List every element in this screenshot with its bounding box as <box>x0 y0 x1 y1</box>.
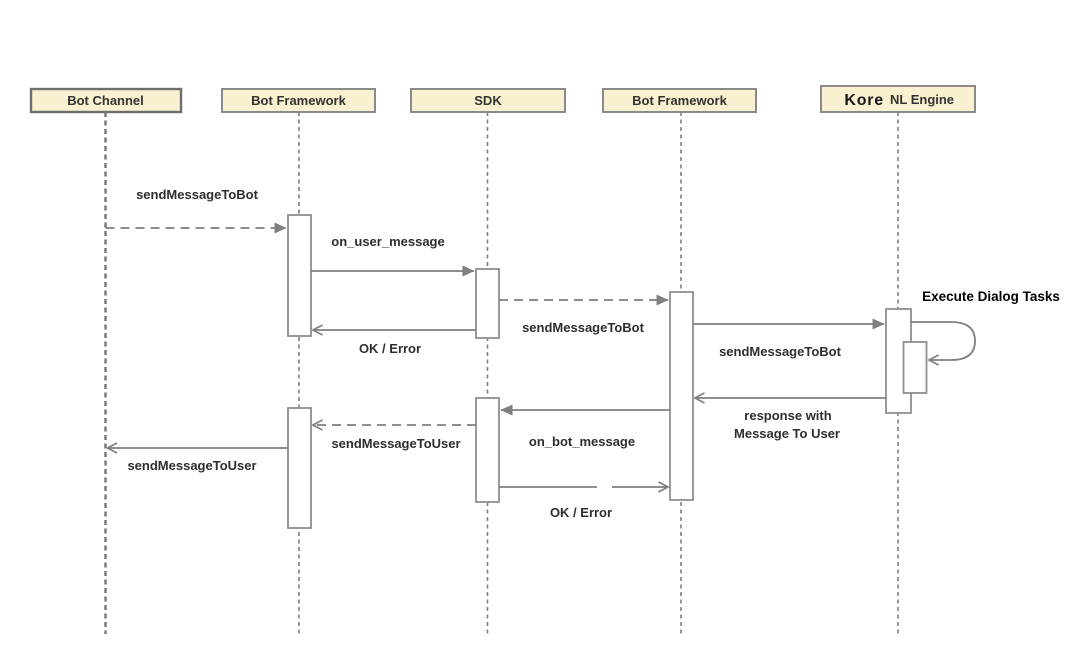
message-label-ok-error-2: OK / Error <box>550 505 612 520</box>
message-send-message-to-bot-3: sendMessageToBot <box>693 318 885 359</box>
annotation-execute-dialog-tasks: Execute Dialog Tasks <box>922 289 1060 304</box>
message-label-response-line2: Message To User <box>734 426 840 441</box>
actor-box-bot-framework-1 <box>221 88 376 113</box>
activation-bot-framework-1-a <box>287 214 312 337</box>
message-ok-error-1: OK / Error <box>311 324 476 356</box>
message-label-send-message-to-user-1: sendMessageToUser <box>331 436 460 451</box>
message-label-ok-error-1: OK / Error <box>359 341 421 356</box>
message-send-message-to-user-2: sendMessageToUser <box>105 442 288 473</box>
activation-bot-framework-2 <box>669 291 694 501</box>
actor-bot-channel: Bot Channel <box>29 87 183 114</box>
activation-kore-nested <box>902 341 928 394</box>
message-label-send-message-to-user-2: sendMessageToUser <box>127 458 256 473</box>
message-on-bot-message: on_bot_message <box>500 404 670 449</box>
message-label-send-message-to-bot-2: sendMessageToBot <box>522 320 645 335</box>
message-ok-error-2: OK / Error <box>499 481 670 520</box>
activation-sdk-a <box>475 268 500 339</box>
message-label-on-bot-message: on_bot_message <box>529 434 635 449</box>
message-label-send-message-to-bot-3: sendMessageToBot <box>719 344 842 359</box>
actor-label-bot-channel: Bot Channel <box>67 93 144 108</box>
actor-label-sdk: SDK <box>474 93 502 108</box>
actor-box-kore-nl-engine <box>820 85 976 113</box>
message-on-user-message: on_user_message <box>311 234 475 277</box>
message-label-on-user-message: on_user_message <box>331 234 444 249</box>
actor-label-kore-nl-engine: NL Engine <box>890 92 954 107</box>
message-label-send-message-to-bot-1: sendMessageToBot <box>136 187 259 202</box>
actor-bot-framework-1: Bot Framework <box>221 88 376 113</box>
message-label-response-line1: response with <box>744 408 831 423</box>
actor-label-bot-framework-2: Bot Framework <box>632 93 727 108</box>
activation-sdk-b <box>475 397 500 503</box>
message-send-message-to-bot-1: sendMessageToBot <box>105 187 287 234</box>
actor-label-bot-framework-1: Bot Framework <box>251 93 346 108</box>
actor-box-bot-channel <box>29 87 183 114</box>
actor-sdk: SDK <box>410 88 566 113</box>
actor-kore-nl-engine: Kore NL Engine <box>820 85 976 113</box>
actor-bot-framework-2: Bot Framework <box>602 88 757 113</box>
actor-box-sdk <box>410 88 566 113</box>
message-execute-dialog-tasks: Execute Dialog Tasks <box>911 289 1060 366</box>
actor-brand-kore: Kore <box>844 92 884 109</box>
message-send-message-to-bot-2: sendMessageToBot <box>499 294 669 335</box>
message-line-execute-dialog-tasks-self-loop <box>911 321 976 366</box>
message-response-with-message-to-user: response with Message To User <box>693 392 886 441</box>
actor-box-bot-framework-2 <box>602 88 757 113</box>
activation-bot-framework-1-b <box>287 407 312 529</box>
message-send-message-to-user-1: sendMessageToUser <box>311 419 476 451</box>
